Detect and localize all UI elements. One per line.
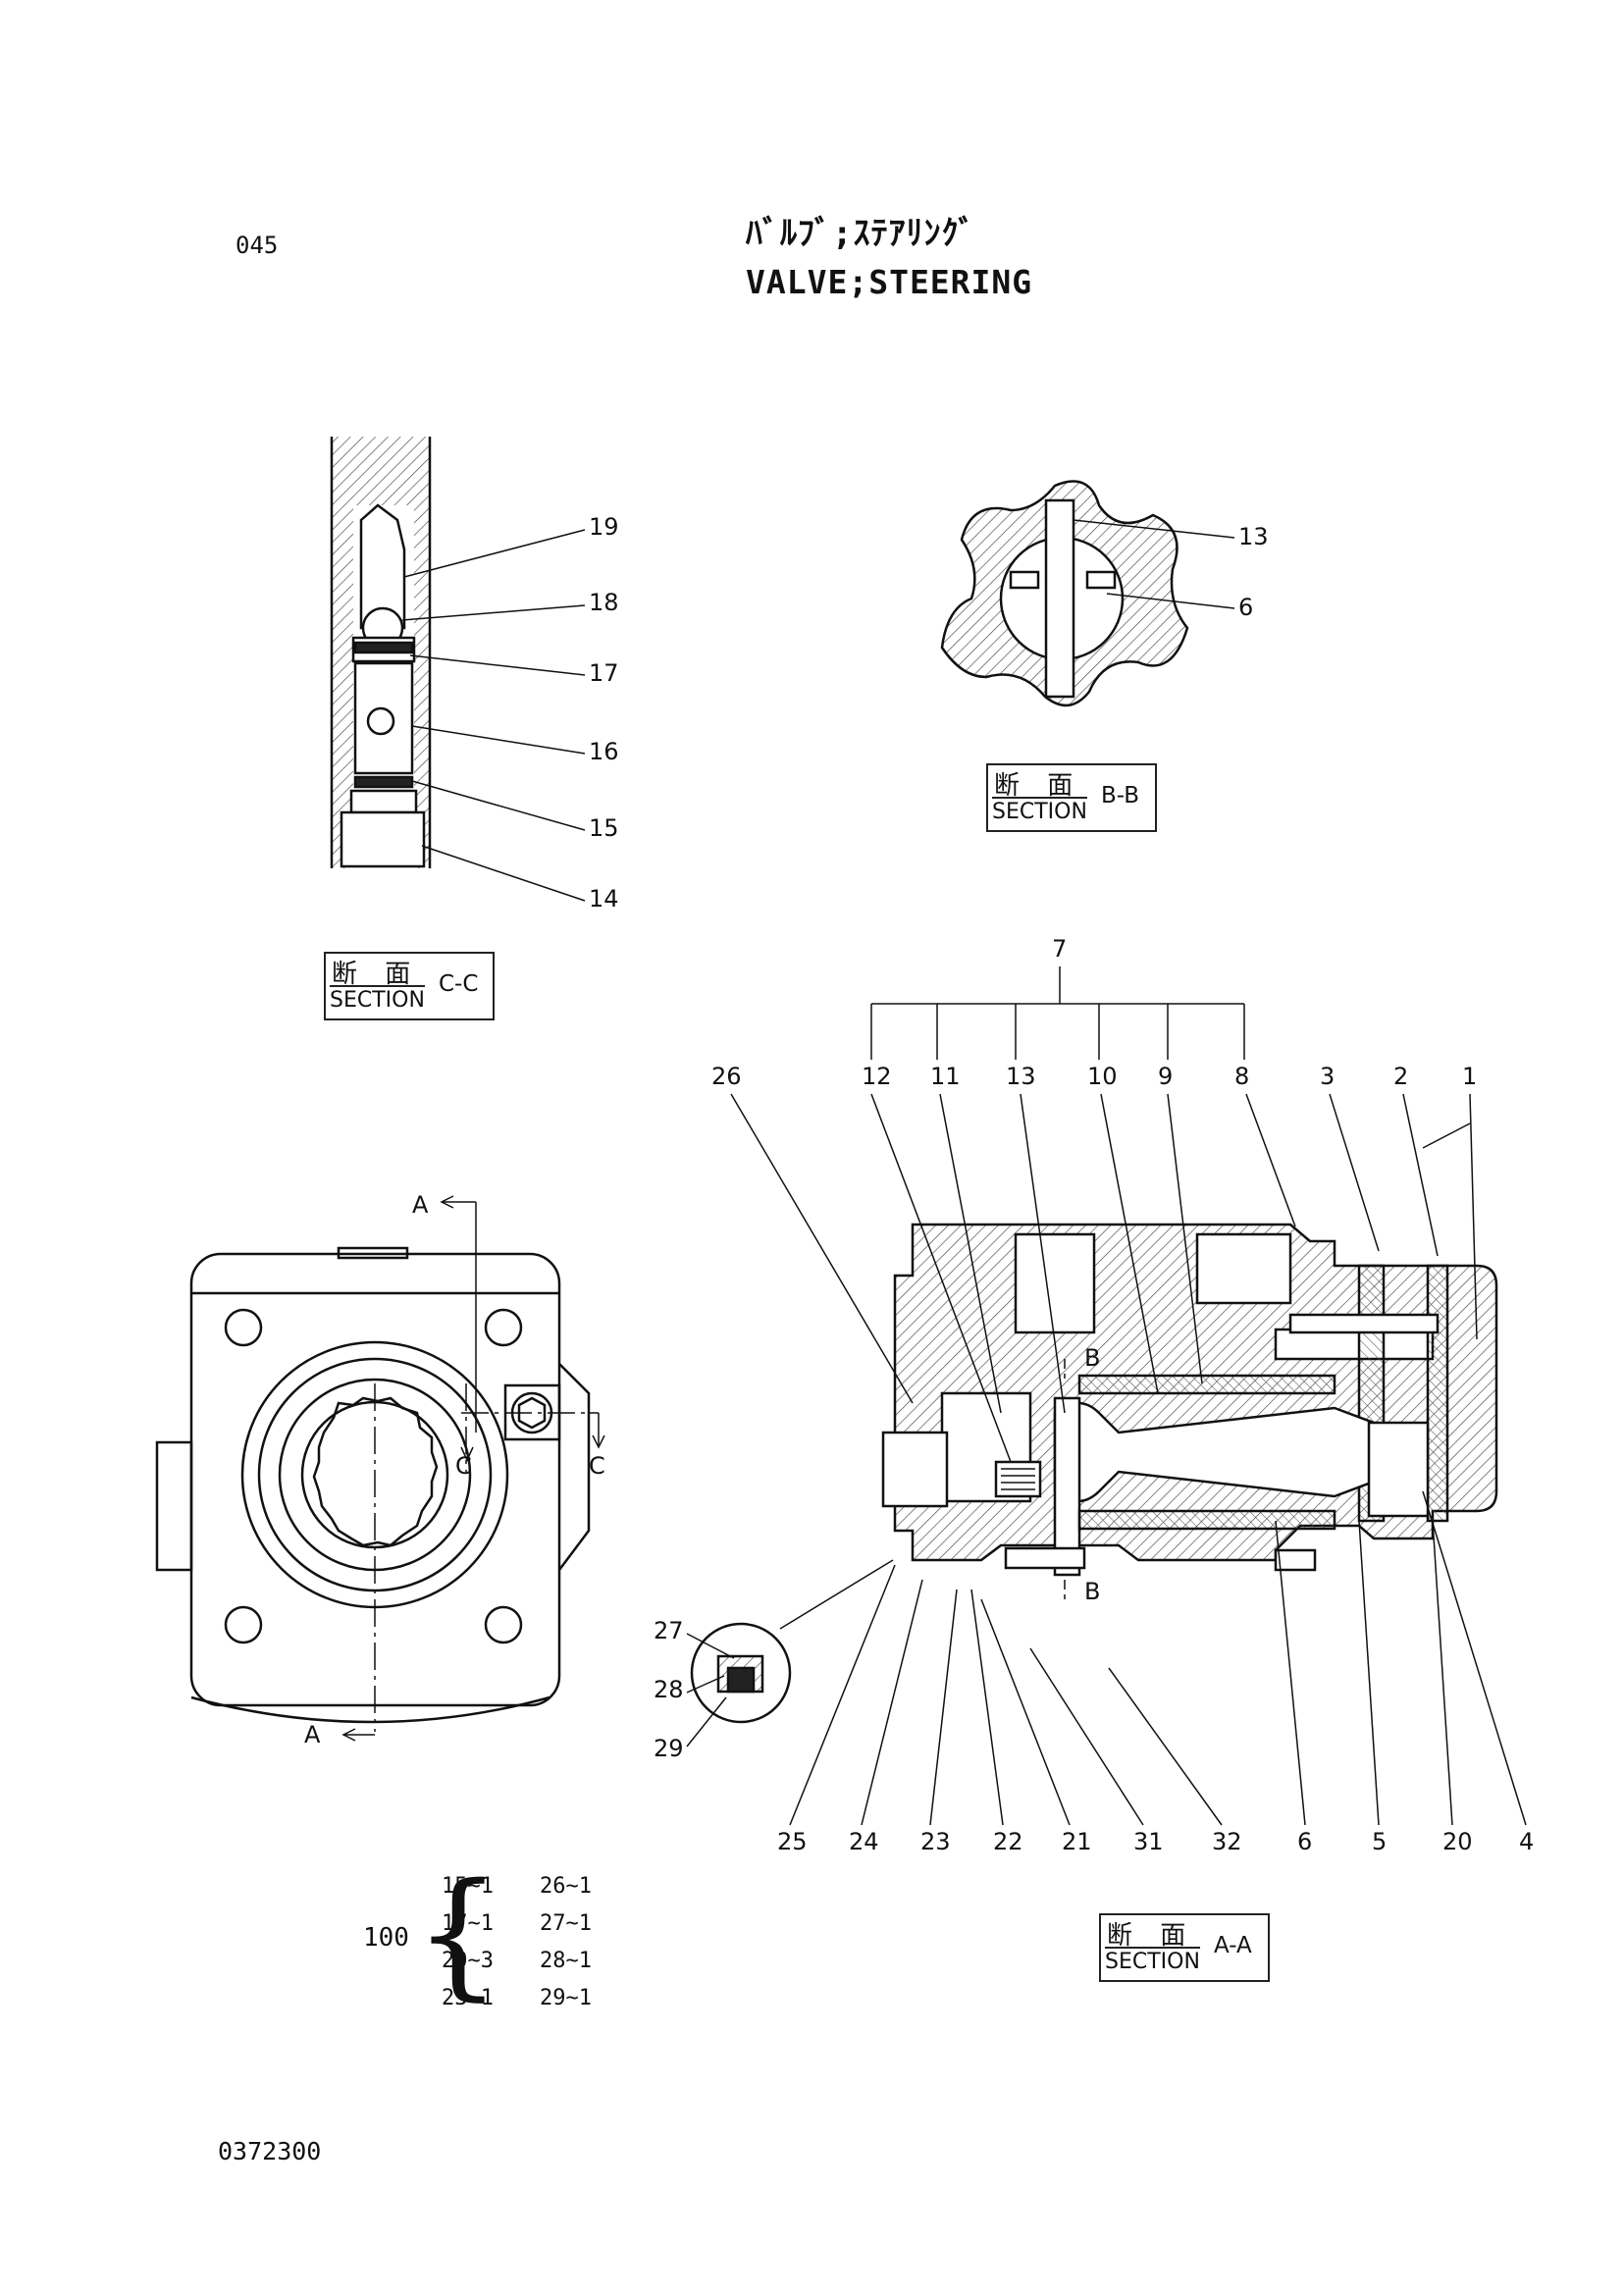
callout-detail-29: 29 bbox=[654, 1735, 684, 1762]
section-bb-leaders bbox=[1073, 519, 1235, 609]
front-view-markers bbox=[341, 1195, 605, 1742]
section-bb-text: SECTION bbox=[992, 797, 1087, 824]
kit-brace: { bbox=[414, 1854, 502, 2014]
callout-aa-31: 31 bbox=[1133, 1828, 1164, 1855]
section-bb-kanji: 断 面 bbox=[994, 771, 1083, 801]
callout-aa-4: 4 bbox=[1519, 1828, 1534, 1855]
kit-id: 100 bbox=[363, 1923, 409, 1953]
view-marker-b-bottom: B bbox=[1084, 1578, 1100, 1605]
group-bracket bbox=[870, 966, 1245, 1060]
section-aa-drawing bbox=[690, 1223, 1498, 1724]
section-aa-text: SECTION bbox=[1105, 1947, 1200, 1974]
section-cc-text: SECTION bbox=[330, 985, 425, 1013]
view-marker-a-bottom: A bbox=[304, 1721, 321, 1748]
callout-cc-17: 17 bbox=[589, 659, 619, 687]
section-aa-id: A-A bbox=[1214, 1933, 1252, 1958]
kit-item: 15~1 bbox=[442, 1874, 494, 1899]
callout-bb-6: 6 bbox=[1238, 594, 1253, 621]
kit-item: 27~1 bbox=[540, 1911, 592, 1936]
view-marker-a-top: A bbox=[412, 1191, 429, 1219]
callout-cc-16: 16 bbox=[589, 738, 619, 765]
callout-aa-6: 6 bbox=[1297, 1828, 1312, 1855]
callout-group-7: 7 bbox=[1052, 935, 1067, 963]
section-cc-leaders bbox=[401, 529, 586, 902]
callout-aa-23: 23 bbox=[920, 1828, 951, 1855]
document-number: 0372300 bbox=[218, 2137, 322, 2165]
kit-list: 100 { 15~1 17~1 20~3 23~1 26~1 27~1 28~1… bbox=[363, 1864, 618, 2021]
kit-item: 20~3 bbox=[442, 1949, 494, 1973]
section-cc-id: C-C bbox=[439, 971, 479, 997]
section-bb-label: 断 面 SECTION B-B bbox=[986, 763, 1157, 832]
front-view-section-lines bbox=[374, 1383, 589, 1732]
section-aa-label: 断 面 SECTION A-A bbox=[1099, 1913, 1270, 1982]
section-bb-id: B-B bbox=[1101, 783, 1140, 808]
kit-item: 28~1 bbox=[540, 1949, 592, 1973]
callout-aa-26: 26 bbox=[711, 1063, 742, 1090]
callout-aa-25: 25 bbox=[777, 1828, 808, 1855]
view-marker-c-right: C bbox=[589, 1452, 605, 1480]
section-cc-kanji: 断 面 bbox=[332, 960, 421, 989]
title-english: VALVE;STEERING bbox=[746, 263, 1033, 301]
kit-item: 23~1 bbox=[442, 1986, 494, 2010]
kit-item: 29~1 bbox=[540, 1986, 592, 2010]
callout-aa-8: 8 bbox=[1234, 1063, 1249, 1090]
section-cc-drawing bbox=[330, 437, 432, 868]
callout-cc-14: 14 bbox=[589, 885, 619, 912]
callout-aa-24: 24 bbox=[849, 1828, 879, 1855]
section-cc-label: 断 面 SECTION C-C bbox=[324, 952, 495, 1020]
callout-aa-3: 3 bbox=[1320, 1063, 1335, 1090]
page-number: 045 bbox=[236, 232, 279, 259]
callout-detail-27: 27 bbox=[654, 1617, 684, 1644]
callout-detail-28: 28 bbox=[654, 1676, 684, 1703]
callout-cc-18: 18 bbox=[589, 589, 619, 616]
callout-cc-19: 19 bbox=[589, 513, 619, 541]
callout-aa-11: 11 bbox=[930, 1063, 961, 1090]
callout-labels: 19 18 17 16 15 14 13 6 7 26 12 11 13 10 … bbox=[304, 513, 1534, 1855]
kit-item: 26~1 bbox=[540, 1874, 592, 1899]
callout-bb-13: 13 bbox=[1238, 523, 1269, 550]
callout-aa-22: 22 bbox=[993, 1828, 1023, 1855]
view-marker-b-top: B bbox=[1084, 1344, 1100, 1372]
view-marker-c-left: C bbox=[455, 1452, 472, 1480]
callout-aa-10: 10 bbox=[1087, 1063, 1118, 1090]
front-view-drawing bbox=[155, 1246, 591, 1724]
callout-aa-32: 32 bbox=[1212, 1828, 1242, 1855]
section-aa-leaders bbox=[686, 1093, 1527, 1826]
section-aa-kanji: 断 面 bbox=[1107, 1921, 1196, 1951]
section-bb-drawing bbox=[940, 480, 1189, 706]
callout-aa-5: 5 bbox=[1372, 1828, 1387, 1855]
callout-cc-15: 15 bbox=[589, 814, 619, 842]
title-japanese: ﾊﾞﾙﾌﾞ;ｽﾃｱﾘﾝｸﾞ bbox=[746, 214, 976, 253]
callout-aa-2: 2 bbox=[1393, 1063, 1408, 1090]
callout-aa-12: 12 bbox=[862, 1063, 892, 1090]
callout-aa-13: 13 bbox=[1006, 1063, 1036, 1090]
callout-aa-1: 1 bbox=[1462, 1063, 1477, 1090]
callout-aa-9: 9 bbox=[1158, 1063, 1173, 1090]
callout-aa-21: 21 bbox=[1062, 1828, 1092, 1855]
callout-aa-20: 20 bbox=[1442, 1828, 1473, 1855]
kit-item: 17~1 bbox=[442, 1911, 494, 1936]
